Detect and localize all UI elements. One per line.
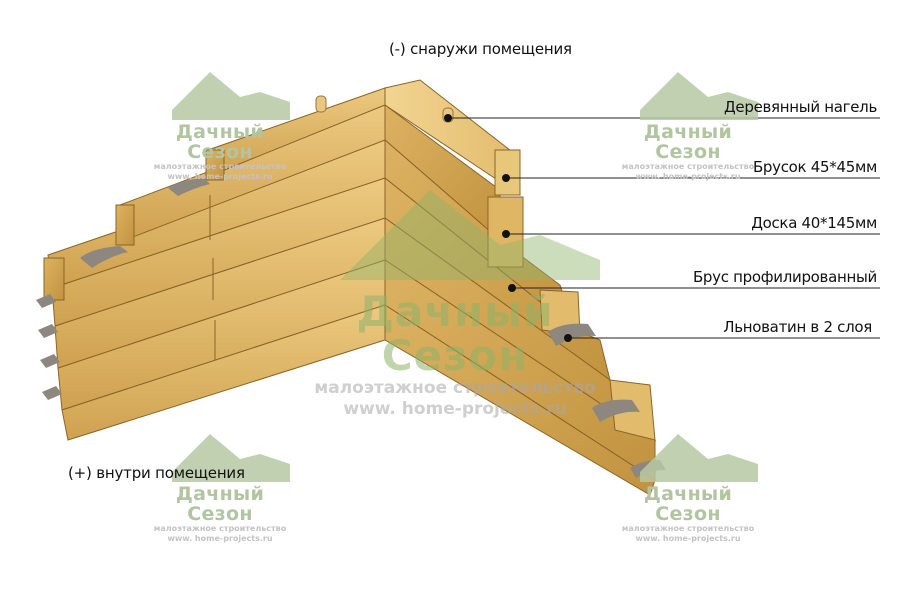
- caption-outside: (-) снаружи помещения: [389, 40, 572, 58]
- right-wall: [384, 79, 666, 496]
- label-bar-45x45: Брусок 45*45мм: [752, 158, 877, 176]
- watermark-subtitle: малоэтажное строительство: [621, 162, 755, 171]
- callout-leaders: [444, 114, 880, 342]
- label-profiled-beam: Брус профилированный: [692, 268, 877, 286]
- watermark-subtitle: малоэтажное строительство: [621, 524, 755, 533]
- label-wooden-dowel: Деревянный нагель: [724, 98, 877, 116]
- watermark-subtitle: малоэтажное строительство: [153, 162, 287, 171]
- watermark-url: www. home-projects.ru: [167, 534, 273, 543]
- watermark-house-icon-large: [340, 190, 600, 280]
- watermark-url: www. home-projects.ru: [635, 534, 741, 543]
- watermark-brand: Дачный Сезон: [356, 287, 554, 380]
- watermark-subtitle: малоэтажное строительство: [314, 378, 596, 398]
- watermark-brand: Дачный Сезон: [643, 483, 733, 525]
- watermark-url: www. home-projects.ru: [167, 172, 273, 181]
- watermark-bottom-right: Дачный Сезон малоэтажное строительство w…: [608, 484, 768, 544]
- watermark-house-icons: [172, 72, 758, 482]
- watermark-top-left: Дачный Сезон малоэтажное строительство w…: [140, 122, 300, 182]
- watermark-bottom-left: Дачный Сезон малоэтажное строительство w…: [140, 484, 300, 544]
- watermark-subtitle: малоэтажное строительство: [153, 524, 287, 533]
- watermark-url: www. home-projects.ru: [635, 172, 741, 181]
- watermark-brand: Дачный Сезон: [643, 121, 733, 163]
- caption-inside: (+) внутри помещения: [68, 464, 245, 482]
- left-wall: [36, 87, 386, 441]
- watermark-url: www. home-projects.ru: [343, 399, 567, 419]
- label-board-40x145: Доска 40*145мм: [751, 214, 877, 232]
- watermark-center: Дачный Сезон малоэтажное строительство w…: [285, 290, 625, 420]
- watermark-brand: Дачный Сезон: [175, 121, 265, 163]
- watermark-top-right: Дачный Сезон малоэтажное строительство w…: [608, 122, 768, 182]
- watermark-brand: Дачный Сезон: [175, 483, 265, 525]
- label-linen-insulation: Льноватин в 2 слоя: [723, 318, 872, 336]
